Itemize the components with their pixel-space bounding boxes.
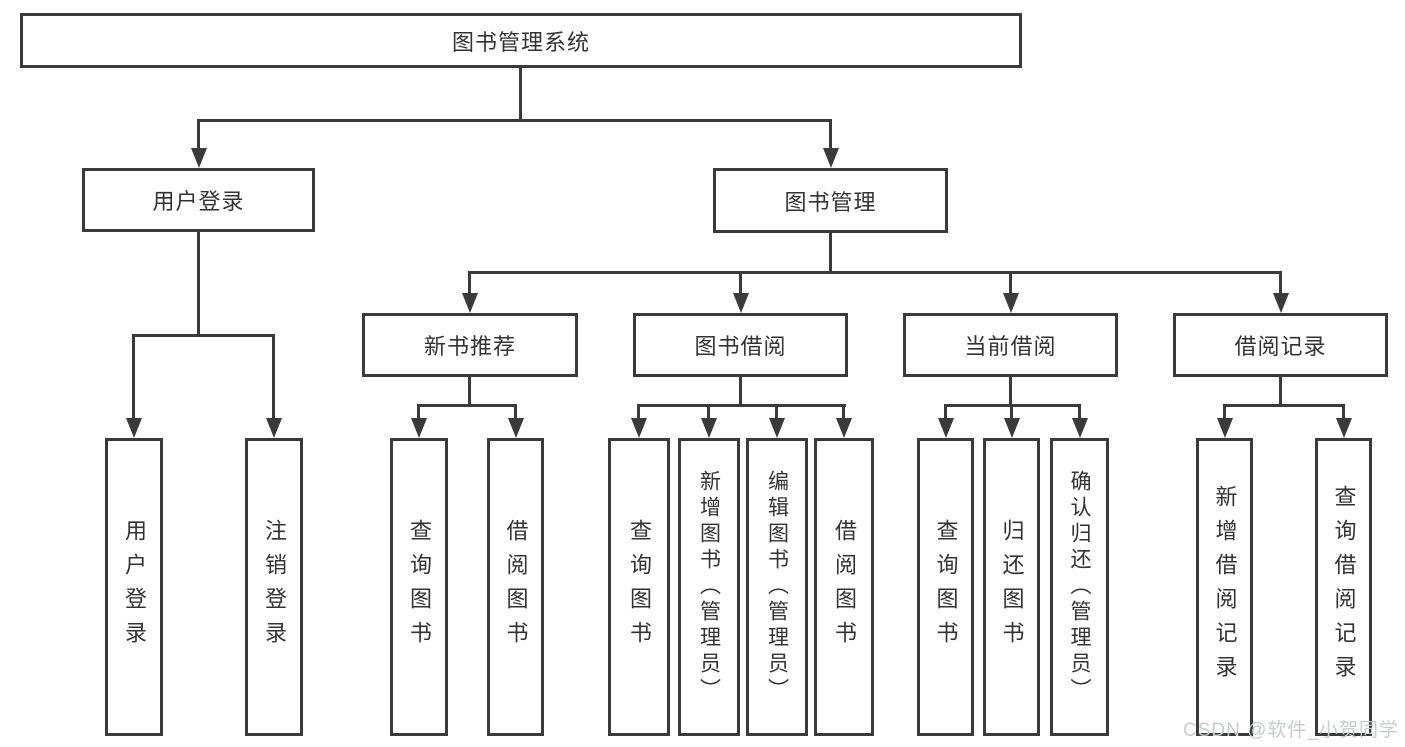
- connector-userlogin-stem: [197, 232, 200, 336]
- leaf-current-return-books-label: 归还图书: [999, 519, 1025, 655]
- leaf-records-add-record-label: 新增借阅记录: [1212, 485, 1238, 689]
- leaf-newbook-borrow-books: 借阅图书: [487, 438, 544, 736]
- arrow-down-icon: [1336, 418, 1352, 438]
- connector-root-drop-right: [829, 120, 832, 150]
- connector-root-stem: [519, 68, 522, 120]
- leaf-logout-label: 注销登录: [262, 519, 287, 655]
- connector-records-drop-2: [1342, 405, 1345, 418]
- leaf-user-login-label: 用户登录: [122, 519, 147, 655]
- connector-current-drop-2: [1010, 405, 1013, 418]
- connector-root-drop-left: [197, 120, 200, 150]
- arrow-down-icon: [769, 418, 785, 438]
- connector-current-drop-3: [1078, 405, 1081, 418]
- arrow-down-icon: [191, 148, 207, 168]
- connector-userlogin-drop-2: [272, 336, 275, 418]
- connector-bookmgmt-drop-3: [1009, 272, 1012, 293]
- node-borrow-records-label: 借阅记录: [1234, 334, 1327, 359]
- node-new-book-recommend-label: 新书推荐: [423, 334, 516, 359]
- connector-newbook-rail: [417, 404, 517, 407]
- arrow-down-icon: [1273, 293, 1289, 313]
- connector-borrow-rail: [637, 404, 846, 407]
- leaf-logout: 注销登录: [245, 438, 303, 736]
- connector-records-drop-1: [1223, 405, 1226, 418]
- connector-borrow-drop-4: [842, 405, 845, 418]
- leaf-newbook-query-books-label: 查询图书: [407, 519, 432, 655]
- leaf-borrow-add-books-admin: 新增图书（管理员）: [678, 438, 740, 736]
- leaf-newbook-query-books: 查询图书: [390, 438, 448, 736]
- leaf-borrow-edit-books-admin-label: 编辑图书（管理员）: [765, 470, 789, 704]
- node-book-borrow-label: 图书借阅: [694, 334, 787, 359]
- connector-userlogin-drop-1: [132, 336, 135, 418]
- arrow-down-icon: [836, 418, 852, 438]
- connector-borrow-drop-1: [637, 405, 640, 418]
- leaf-borrow-query-books: 查询图书: [608, 438, 670, 736]
- leaf-current-return-books: 归还图书: [983, 438, 1040, 736]
- node-book-management-label: 图书管理: [784, 189, 877, 215]
- arrow-down-icon: [938, 418, 954, 438]
- arrow-down-icon: [1003, 293, 1019, 313]
- connector-bookmgmt-rail: [468, 271, 1282, 274]
- leaf-current-confirm-return-admin-label: 确认归还（管理员）: [1068, 470, 1091, 704]
- leaf-current-query-books: 查询图书: [917, 438, 974, 736]
- connector-current-drop-1: [944, 405, 947, 418]
- connector-records-stem: [1279, 377, 1282, 405]
- arrow-down-icon: [1217, 418, 1233, 438]
- connector-root-rail: [197, 119, 832, 122]
- node-new-book-recommend: 新书推荐: [362, 313, 578, 377]
- arrow-down-icon: [631, 418, 647, 438]
- arrow-down-icon: [1004, 418, 1020, 438]
- connector-newbook-drop-2: [514, 405, 517, 418]
- arrow-down-icon: [1072, 418, 1088, 438]
- leaf-records-query-record-label: 查询借阅记录: [1331, 485, 1357, 689]
- connector-bookmgmt-stem: [829, 233, 832, 272]
- arrow-down-icon: [411, 418, 427, 438]
- node-root: 图书管理系统: [20, 13, 1022, 68]
- node-current-borrow: 当前借阅: [903, 313, 1118, 377]
- connector-userlogin-rail: [132, 334, 275, 337]
- node-user-login-label: 用户登录: [152, 189, 245, 214]
- arrow-down-icon: [266, 418, 282, 438]
- node-book-borrow: 图书借阅: [633, 313, 848, 377]
- connector-borrow-drop-2: [707, 405, 710, 418]
- connector-newbook-stem: [468, 377, 471, 405]
- leaf-borrow-borrow-books: 借阅图书: [814, 438, 874, 736]
- arrow-down-icon: [462, 293, 478, 313]
- connector-bookmgmt-drop-4: [1279, 272, 1282, 293]
- connector-current-stem: [1009, 377, 1012, 405]
- node-book-management: 图书管理: [713, 168, 948, 233]
- leaf-records-query-record: 查询借阅记录: [1315, 438, 1372, 736]
- connector-borrow-stem: [739, 377, 742, 405]
- leaf-records-add-record: 新增借阅记录: [1196, 438, 1253, 736]
- leaf-borrow-edit-books-admin: 编辑图书（管理员）: [746, 438, 808, 736]
- arrow-down-icon: [823, 148, 839, 168]
- arrow-down-icon: [701, 418, 717, 438]
- leaf-borrow-add-books-admin-label: 新增图书（管理员）: [697, 470, 721, 704]
- leaf-current-query-books-label: 查询图书: [933, 519, 959, 655]
- csdn-watermark: CSDN @软件_小贺同学: [1183, 720, 1399, 741]
- connector-newbook-drop-1: [417, 405, 420, 418]
- arrow-down-icon: [733, 293, 749, 313]
- node-current-borrow-label: 当前借阅: [964, 334, 1057, 359]
- connector-borrow-drop-3: [775, 405, 778, 418]
- arrow-down-icon: [508, 418, 524, 438]
- leaf-borrow-query-books-label: 查询图书: [627, 519, 652, 655]
- connector-records-rail: [1223, 404, 1345, 407]
- connector-bookmgmt-drop-2: [739, 272, 742, 293]
- leaf-user-login: 用户登录: [105, 438, 163, 736]
- connector-bookmgmt-drop-1: [468, 272, 471, 293]
- arrow-down-icon: [126, 418, 142, 438]
- node-user-login: 用户登录: [82, 168, 315, 232]
- node-root-label: 图书管理系统: [451, 29, 590, 55]
- leaf-current-confirm-return-admin: 确认归还（管理员）: [1050, 438, 1109, 736]
- node-borrow-records: 借阅记录: [1173, 313, 1388, 377]
- leaf-newbook-borrow-books-label: 借阅图书: [503, 519, 529, 655]
- leaf-borrow-borrow-books-label: 借阅图书: [832, 519, 857, 655]
